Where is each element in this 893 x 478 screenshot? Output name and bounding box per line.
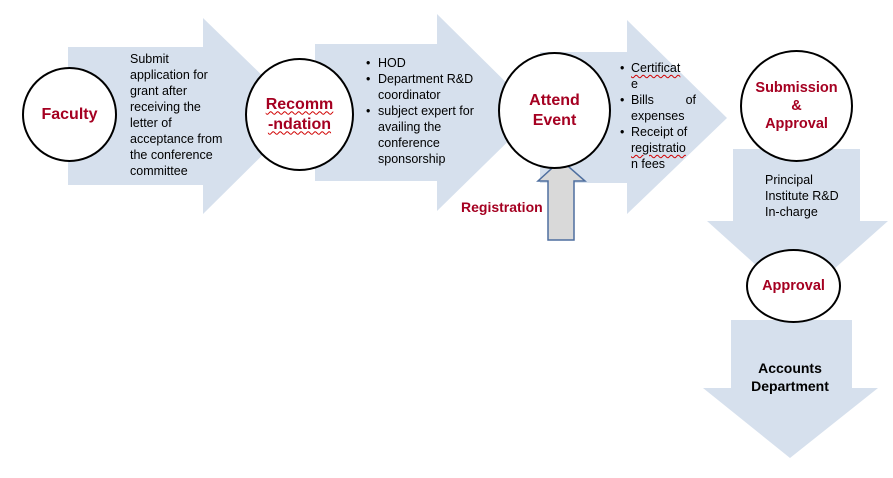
recommenders-list: HOD Department R&D coordinator subject e…	[366, 55, 482, 167]
arrow-faculty-to-recommendation	[68, 18, 303, 214]
approver-line: In-charge	[765, 205, 818, 219]
arrow-submission-to-approval	[707, 149, 888, 302]
node-faculty-label: Faculty	[41, 105, 98, 123]
approvers-text: Principal Institute R&D In-charge	[765, 172, 860, 220]
registration-label: Registration	[461, 199, 543, 215]
submit-line: receiving the	[130, 100, 201, 114]
node-recommendation-line1: Recomm	[265, 95, 334, 113]
document-line: e	[631, 77, 638, 91]
submit-line: Submit	[130, 52, 169, 66]
node-recommendation: Recomm -ndation	[245, 58, 354, 171]
document-line: Bills of	[631, 93, 696, 107]
node-attend-event-line1: Attend	[529, 91, 580, 109]
registration-up-arrow	[536, 158, 587, 241]
submit-line: application for	[130, 68, 208, 82]
node-submission-line1: Submission	[755, 79, 838, 96]
submit-line: grant after	[130, 84, 187, 98]
submit-line: acceptance from	[130, 132, 223, 146]
accounts-department-label: Accounts Department	[745, 359, 835, 395]
document-line: Certificat	[631, 61, 681, 75]
accounts-line2: Department	[751, 378, 829, 394]
submit-line: committee	[130, 164, 188, 178]
document-line: n fees	[631, 157, 666, 171]
documents-list: • Certificat e • Bills of expenses • Rec…	[620, 60, 696, 172]
node-attend-event-line2: Event	[532, 111, 577, 129]
arrow-approval-to-accounts	[703, 320, 878, 458]
accounts-line1: Accounts	[758, 360, 822, 376]
node-faculty: Faculty	[22, 67, 117, 162]
document-line: registratio	[631, 141, 686, 155]
document-item: • Certificat e	[620, 60, 696, 92]
node-approval-label: Approval	[762, 277, 825, 294]
node-submission-approval: Submission & Approval	[740, 50, 853, 162]
document-line: expenses	[631, 109, 685, 123]
document-line: Receipt of	[631, 125, 688, 139]
submit-line: letter of	[130, 116, 172, 130]
recommender-item: Department R&D coordinator	[366, 71, 482, 103]
submit-application-text: Submit application for grant after recei…	[130, 51, 240, 179]
recommender-item: subject expert for availing the conferen…	[366, 103, 482, 167]
node-submission-line3: Approval	[765, 116, 828, 133]
document-item: • Receipt of registratio n fees	[620, 124, 696, 172]
node-approval: Approval	[746, 249, 841, 323]
approver-line: Institute R&D	[765, 189, 839, 203]
node-submission-line2: &	[791, 97, 802, 114]
node-recommendation-line2: -ndation	[267, 115, 332, 133]
approver-line: Principal	[765, 173, 813, 187]
document-item: • Bills of expenses	[620, 93, 696, 123]
recommender-item: HOD	[366, 55, 482, 71]
node-attend-event: Attend Event	[498, 52, 611, 169]
submit-line: the conference	[130, 148, 213, 162]
